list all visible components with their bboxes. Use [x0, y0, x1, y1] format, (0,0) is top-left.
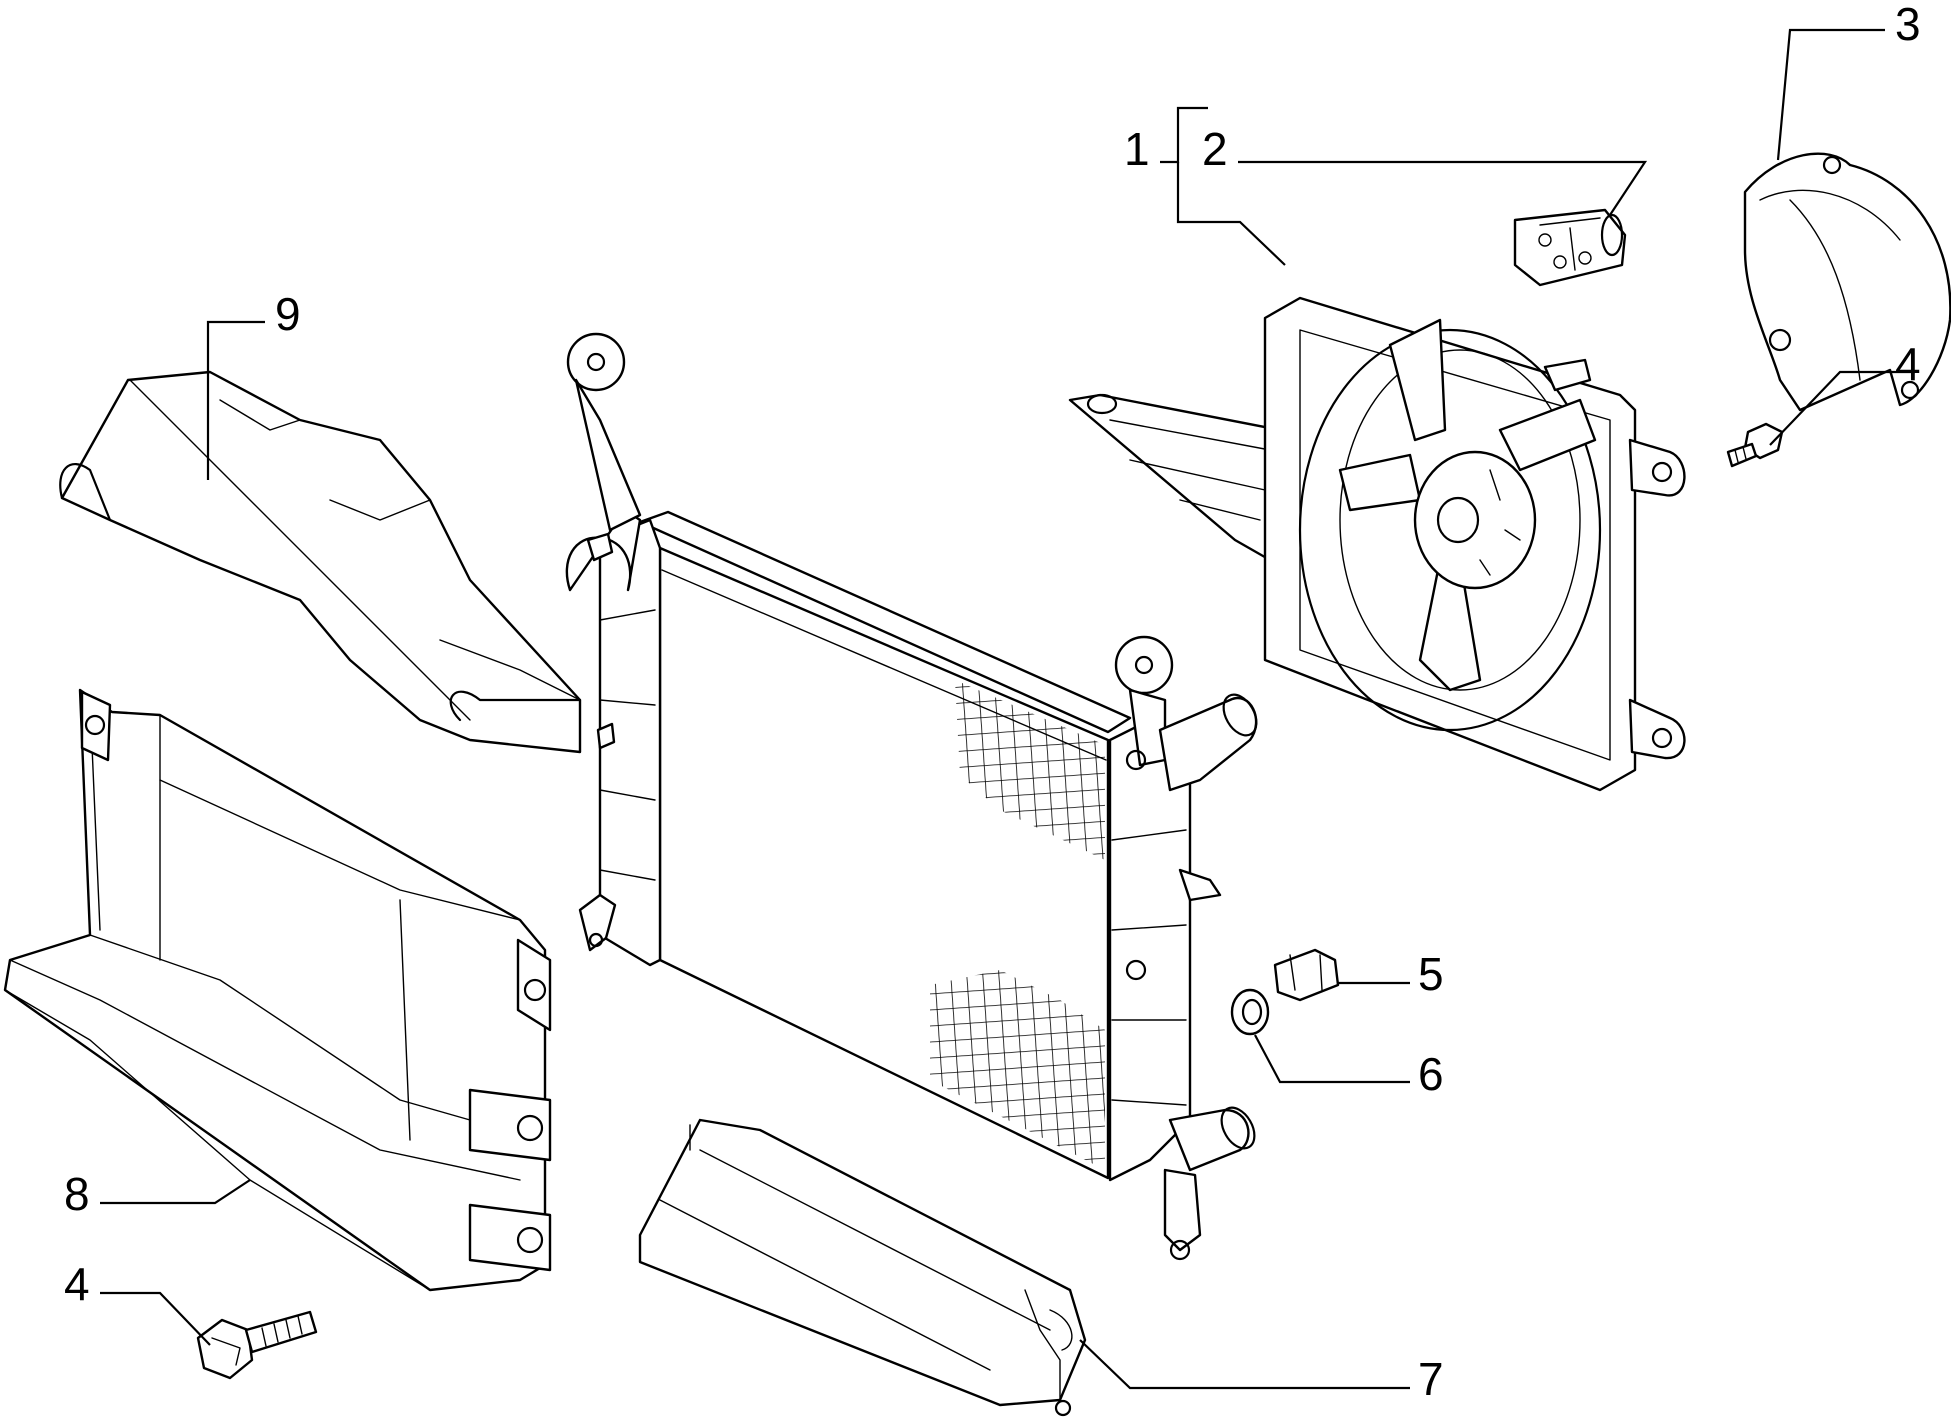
bottom-air-deflector	[638, 1118, 1087, 1417]
upper-air-deflector	[59, 370, 582, 754]
callout-7: 7	[1418, 1353, 1444, 1405]
callout-1: 1	[1124, 123, 1150, 175]
shroud-mounting-ear	[1628, 438, 1686, 497]
lower-air-duct	[3, 688, 552, 1292]
fan-motor-cover	[1743, 152, 1951, 412]
callout-3: 3	[1895, 0, 1921, 50]
sealing-washer	[1230, 988, 1270, 1036]
radiator	[565, 332, 1258, 1261]
callout-2: 2	[1202, 123, 1228, 175]
callout-6: 6	[1418, 1048, 1444, 1100]
duct-mounting-tab	[468, 1203, 552, 1272]
callout-4-upper: 4	[1895, 338, 1921, 390]
callout-8: 8	[64, 1168, 90, 1220]
callout-9: 9	[275, 288, 301, 340]
shroud-mounting-ear	[1628, 698, 1686, 760]
radiator-upper-left-mount	[565, 332, 642, 592]
duct-mounting-tab	[516, 938, 552, 1032]
temperature-switch	[1273, 948, 1340, 1002]
duct-mounting-tab	[468, 1088, 552, 1162]
callout-4-lower: 4	[64, 1258, 90, 1310]
hex-screw-lower	[196, 1310, 318, 1380]
duct-mounting-tab	[80, 690, 112, 762]
leader-lines	[100, 28, 1915, 1390]
fan-resistor-connector	[1513, 208, 1627, 287]
callout-5: 5	[1418, 948, 1444, 1000]
cooling-fan-assembly	[1068, 296, 1686, 792]
hex-screw-upper	[1726, 422, 1784, 468]
